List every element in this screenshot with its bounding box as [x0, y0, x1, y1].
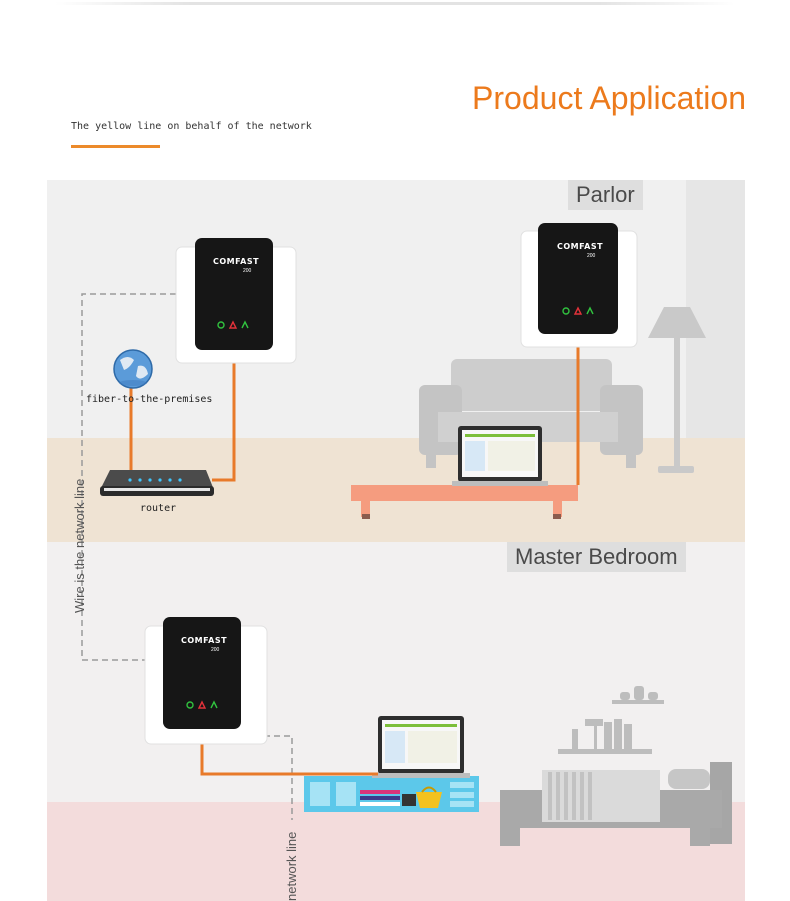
router-label: router [140, 503, 177, 514]
globe-icon [113, 349, 153, 389]
wire-label-left: Wire is the network line [72, 478, 87, 613]
parlor-laptop [452, 426, 548, 486]
subtitle-underline [71, 145, 160, 148]
device-brand: COMFAST [181, 636, 228, 645]
wire-label-bottom: network line [284, 831, 299, 901]
wall-edge [686, 180, 745, 438]
room-label-parlor: Parlor [568, 180, 643, 210]
device-speed: 200 [587, 253, 596, 259]
top-divider [55, 2, 735, 5]
fiber-label: fiber-to-the-premises [86, 394, 213, 405]
bed [500, 762, 732, 846]
device-speed: 200 [243, 268, 252, 274]
tv-cabinet [304, 776, 479, 812]
application-scene [47, 180, 745, 901]
room-label-bedroom: Master Bedroom [507, 542, 686, 572]
device-brand: COMFAST [213, 257, 260, 266]
coffee-table [351, 485, 578, 519]
dashed-wire [81, 293, 293, 820]
router-icon [100, 470, 214, 496]
bedroom-laptop [372, 716, 470, 778]
device-brand: COMFAST [557, 242, 604, 251]
powerline-adapter-1 [175, 238, 297, 364]
subtitle: The yellow line on behalf of the network [71, 121, 312, 132]
powerline-adapter-3 [144, 617, 268, 745]
device-speed: 200 [211, 647, 220, 653]
floor-lamp [648, 307, 706, 473]
wall-shelf [558, 686, 664, 754]
powerline-adapter-2 [520, 223, 638, 348]
page-title: Product Application [472, 80, 746, 116]
